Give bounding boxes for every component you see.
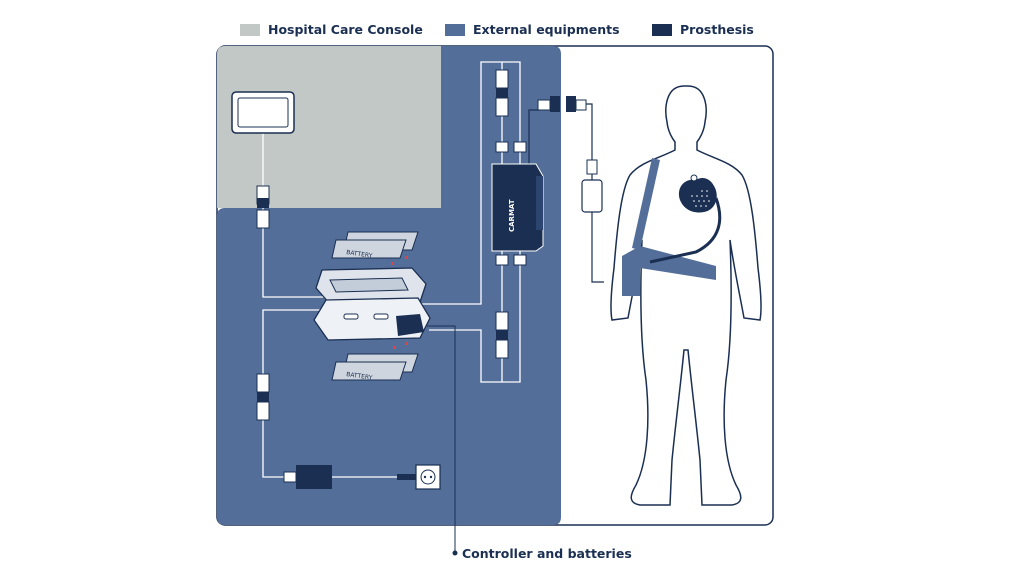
- connector-icon: [581, 159, 603, 213]
- artificial-heart-icon: [649, 174, 722, 264]
- connector-icon: [495, 141, 527, 266]
- carmat-console-icon: CARMAT: [491, 163, 544, 252]
- legend-item-external: External equipments: [445, 22, 620, 37]
- legend-swatch-prosthesis: [652, 23, 672, 36]
- legend: Hospital Care Console External equipment…: [0, 22, 1024, 42]
- battery-label-bottom: BATTERY: [346, 371, 373, 382]
- connector-icon: [256, 185, 270, 229]
- legend-item-prosthesis: Prosthesis: [652, 22, 754, 37]
- controller-icon: [313, 267, 431, 341]
- carmat-brand-label: CARMAT: [508, 199, 516, 232]
- connector-icon: [495, 311, 509, 359]
- controller-caption: Controller and batteries: [462, 546, 632, 561]
- caption-leader-line: [427, 325, 456, 552]
- connector-icon: [495, 69, 509, 117]
- legend-label-external: External equipments: [473, 22, 620, 37]
- wall-socket-icon: [397, 464, 441, 490]
- connector-icon: [256, 373, 270, 421]
- legend-item-console: Hospital Care Console: [240, 22, 423, 37]
- legend-label-prosthesis: Prosthesis: [680, 22, 754, 37]
- battery-icon: BATTERY: [331, 353, 419, 382]
- shoulder-bag: [622, 158, 716, 296]
- battery-icon: BATTERY: [331, 231, 419, 260]
- connector-icon: [537, 96, 587, 112]
- power-adapter-icon: [283, 465, 332, 489]
- battery-label-top: BATTERY: [346, 249, 373, 260]
- legend-swatch-console: [240, 23, 260, 36]
- legend-swatch-external: [445, 23, 465, 36]
- hospital-console-panel: [217, 46, 441, 208]
- monitor-icon: [231, 91, 295, 134]
- caption-leader-dot: [452, 550, 458, 556]
- charge-indicators: [391, 256, 408, 349]
- legend-label-console: Hospital Care Console: [268, 22, 423, 37]
